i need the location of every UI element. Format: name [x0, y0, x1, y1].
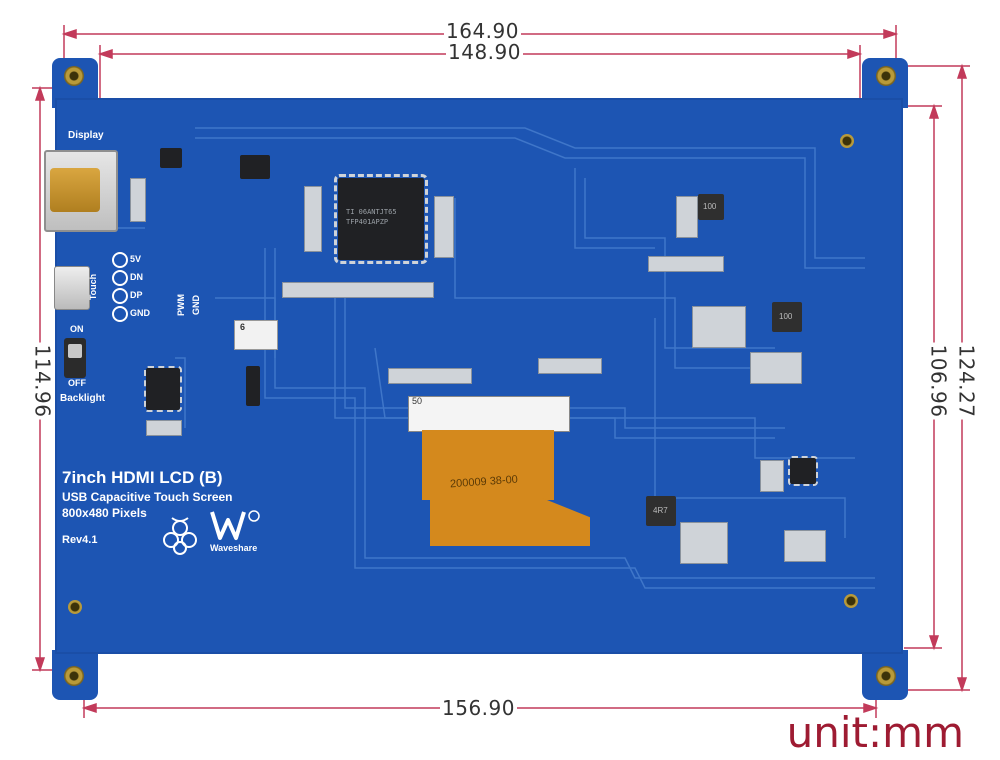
lcd-fpc-connector	[408, 396, 570, 432]
regulator-ic	[240, 155, 270, 179]
waveshare-logo-icon	[210, 510, 260, 540]
smd-row-1	[282, 282, 434, 298]
hdmi-port-opening	[50, 168, 100, 212]
smd-row-2	[388, 368, 472, 384]
smd-row-3	[648, 256, 724, 272]
pin-label-dp: DP	[130, 290, 143, 300]
small-ic-1	[160, 148, 182, 168]
smd-column-2	[434, 196, 454, 258]
brand-label: Waveshare	[210, 543, 258, 553]
touch-ic	[246, 366, 260, 406]
mounting-hole-bottom-right	[876, 666, 896, 686]
display-label: Display	[68, 130, 104, 141]
chip-marking-1: TI 06ANTJT65	[346, 208, 397, 216]
pin-label-5v: 5V	[130, 254, 142, 264]
dimension-width-total: 164.90	[444, 19, 521, 43]
dimension-width-bottom: 156.90	[440, 696, 517, 720]
backlight-label: Backlight	[60, 393, 106, 404]
mounting-hole-inner-tr	[840, 134, 854, 148]
driver-ic	[144, 366, 182, 412]
smd-column-1	[304, 186, 322, 252]
smd-row-5	[146, 420, 182, 436]
pin-label-gnd: GND	[130, 308, 150, 318]
pin-label-dn: DN	[130, 272, 143, 282]
backlight-switch[interactable]	[64, 338, 86, 378]
smd-row-4	[538, 358, 602, 374]
mounting-hole-top-right	[876, 66, 896, 86]
smd-column-3	[130, 178, 146, 222]
dimension-width-holes: 148.90	[446, 40, 523, 64]
lcd-connector-number: 50	[412, 396, 423, 406]
mounting-hole-bottom-left	[64, 666, 84, 686]
smd-block-5	[750, 352, 802, 384]
small-ic-2	[788, 456, 818, 486]
board-revision: Rev4.1	[62, 534, 98, 546]
board-subtitle-2: 800x480 Pixels	[62, 506, 147, 520]
lcd-fpc-ribbon	[422, 430, 554, 500]
inductor-2	[772, 302, 802, 332]
touch-fpc-connector	[234, 320, 278, 350]
chip-marking-2: TFP401APZP	[346, 218, 389, 226]
touch-connector-number: 6	[240, 322, 246, 332]
mounting-hole-inner-bl	[68, 600, 82, 614]
unit-label: unit:mm	[786, 708, 964, 757]
pcb-traces	[115, 127, 875, 589]
pwm-label: PWM	[176, 294, 186, 316]
inductor-1	[698, 194, 724, 220]
mounting-hole-top-left	[64, 66, 84, 86]
switch-on-label: ON	[70, 324, 84, 334]
touch-label: Touch	[88, 273, 99, 301]
switch-off-label: OFF	[68, 378, 86, 388]
pin-header	[112, 252, 128, 322]
inductor-1-label: 100	[703, 202, 717, 211]
inductor-3	[646, 496, 676, 526]
board-subtitle-1: USB Capacitive Touch Screen	[62, 490, 233, 504]
mounting-hole-inner-br	[844, 594, 858, 608]
dimension-height-inner: 106.96	[926, 342, 951, 420]
board-title: 7inch HDMI LCD (B)	[62, 468, 223, 487]
dimension-height-left: 114.96	[30, 342, 55, 420]
inductor-3-label: 4R7	[653, 506, 668, 515]
smd-block-4	[680, 522, 728, 564]
dimension-height-total: 124.27	[954, 342, 979, 420]
main-controller-chip	[334, 174, 428, 264]
inductor-2-label: 100	[779, 312, 793, 321]
raspberry-logo-icon	[163, 517, 197, 555]
gnd-label: GND	[191, 295, 201, 315]
micro-usb-port	[54, 266, 90, 310]
smd-block-6	[784, 530, 826, 562]
smd-block-3	[760, 460, 784, 492]
smd-block-2	[676, 196, 698, 238]
smd-block-1	[692, 306, 746, 348]
